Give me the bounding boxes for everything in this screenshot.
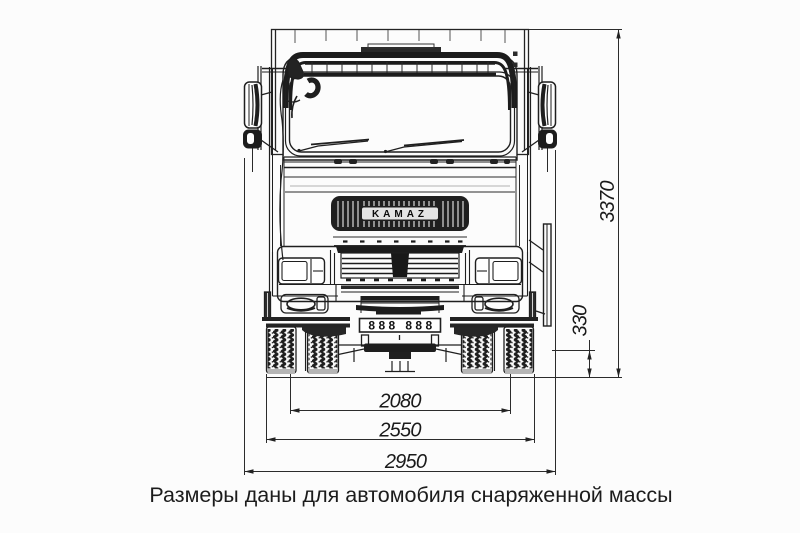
svg-text:2080: 2080 bbox=[378, 391, 421, 413]
svg-text:KAMAZ: KAMAZ bbox=[372, 209, 428, 220]
svg-text:330: 330 bbox=[570, 305, 592, 337]
svg-text:2550: 2550 bbox=[378, 420, 421, 442]
svg-text:3370: 3370 bbox=[597, 181, 619, 223]
svg-text:2950: 2950 bbox=[384, 451, 427, 473]
svg-text:Размеры даны для автомобиля сн: Размеры даны для автомобиля снаряженной … bbox=[149, 483, 672, 507]
svg-text:888 888: 888 888 bbox=[368, 319, 435, 333]
